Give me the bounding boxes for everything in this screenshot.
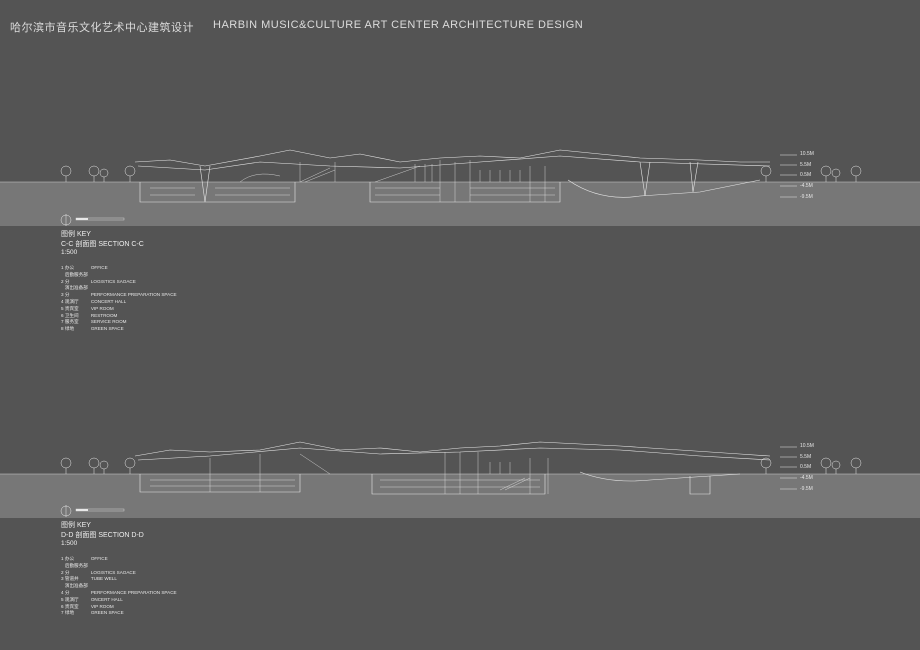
section-title-c: C-C 剖面图 SECTION C-C (61, 241, 144, 248)
legend-label-cn: 服务室 (64, 319, 79, 325)
legend-label-cn: 观演厅 (64, 298, 79, 304)
legend-label-en: CONCERT HALL (90, 298, 127, 304)
legend-number: 4 (61, 298, 65, 304)
legend-number: 2 (61, 569, 65, 575)
legend-number: 7 (61, 319, 65, 325)
level-minus-9-5: -9.5M (800, 486, 813, 492)
legend-label-en: PERFORMANCE PREPARATION SPACE (90, 292, 177, 298)
legend-number: 6 (61, 603, 65, 609)
legend-number: 2 (61, 278, 65, 284)
legend-label-cn: 绿地 (64, 610, 75, 616)
legend-item: 1 办公 OFFICE (61, 265, 177, 272)
legend-number: 6 (61, 312, 65, 318)
legend-number: 5 (61, 305, 65, 311)
legend-label-en: VIP ROOM (90, 305, 114, 311)
level-10-5: 10.5M (800, 151, 814, 157)
legend-label-en: GREEN SPACE (90, 326, 124, 332)
key-label-c: 图例 KEY (61, 231, 91, 238)
legend-label-cn: 观演厅 (64, 596, 79, 602)
legend-label-en: VIP ROOM (90, 603, 114, 609)
scale-c: 1:500 (61, 249, 78, 256)
legend-label-en: GREEN SPACE (90, 610, 124, 616)
legend-item: 5 观演厅 ONCERT HALL (61, 597, 177, 604)
title-english: HARBIN MUSIC&CULTURE ART CENTER ARCHITEC… (213, 19, 584, 31)
legend-label-cn: 贵宾室 (64, 603, 79, 609)
legend-number: 7 (61, 610, 65, 616)
legend-label-en: LOGISTICS SAOACE (90, 569, 136, 575)
scale-d: 1:500 (61, 540, 78, 547)
legend-label-cn: 办公 (64, 265, 75, 270)
legend-label-cn: 后勤服务部分 (64, 271, 88, 284)
legend-label-cn: 绿地 (64, 326, 75, 332)
legend-label-en: OFFICE (90, 265, 108, 270)
section-title-d: D-D 剖面图 SECTION D-D (61, 532, 144, 539)
level-5-5: 5.5M (800, 162, 812, 168)
level-0-5: 0.5M (800, 172, 812, 178)
legend-item: 8 绿地 GREEN SPACE (61, 326, 177, 333)
legend-label-en: SERVICE ROOM (90, 319, 127, 325)
title-chinese: 哈尔滨市音乐文化艺术中心建筑设计 (10, 21, 194, 34)
legend-label-cn: 后勤服务部分 (64, 562, 88, 575)
level-10-5: 10.5M (800, 443, 814, 449)
level-minus-4-5: -4.5M (800, 475, 813, 481)
legend-label-en: PERFORMANCE PREPARATION SPACE (90, 589, 177, 595)
level-5-5: 5.5M (800, 454, 812, 460)
north-arrow-scale-c (60, 214, 125, 226)
legend-label-cn: 演出准备部分 (64, 285, 88, 298)
legend-item: 6 贵宾室 VIP ROOM (61, 604, 177, 611)
level-0-5: 0.5M (800, 464, 812, 470)
legend-number: 8 (61, 326, 65, 332)
north-arrow-scale-d (60, 505, 125, 517)
legend-item: 1 办公 OFFICE (61, 556, 177, 563)
legend-label-en: OFFICE (90, 556, 108, 561)
legend-item: 3 管道井 TUBE WELL (61, 576, 177, 583)
legend-item: 6 卫生间 RESTROOM (61, 313, 177, 320)
legend-label-en: TUBE WELL (90, 576, 117, 582)
legend-label-en: ONCERT HALL (90, 596, 123, 602)
legend-number: 3 (61, 576, 65, 582)
legend-number: 3 (61, 292, 65, 298)
legend-label-cn: 贵宾室 (64, 305, 79, 311)
legend-label-cn: 演出准备部分 (64, 583, 88, 595)
ground-band-c (0, 182, 920, 226)
legend-number: 1 (61, 556, 65, 561)
legend-label-cn: 卫生间 (64, 312, 79, 318)
legend-item: 7 服务室 SERVICE ROOM (61, 319, 177, 326)
legend-label-cn: 管道井 (64, 576, 79, 582)
legend-item: 5 贵宾室 VIP ROOM (61, 306, 177, 313)
legend-label-cn: 办公 (64, 556, 75, 561)
legend-label-en: LOGISTICS SAOACE (90, 278, 136, 284)
key-label-d: 图例 KEY (61, 522, 91, 529)
section-d-d-drawing (0, 441, 920, 495)
legend-number: 1 (61, 265, 65, 270)
level-minus-4-5: -4.5M (800, 183, 813, 189)
legend-label-en: RESTROOM (90, 312, 118, 318)
legend-item: 4 观演厅 CONCERT HALL (61, 299, 177, 306)
level-minus-9-5: -9.5M (800, 194, 813, 200)
section-c-c-drawing (0, 149, 920, 203)
legend-number: 5 (61, 596, 65, 602)
legend-number: 4 (61, 589, 65, 595)
legend-item: 7 绿地 GREEN SPACE (61, 610, 177, 617)
